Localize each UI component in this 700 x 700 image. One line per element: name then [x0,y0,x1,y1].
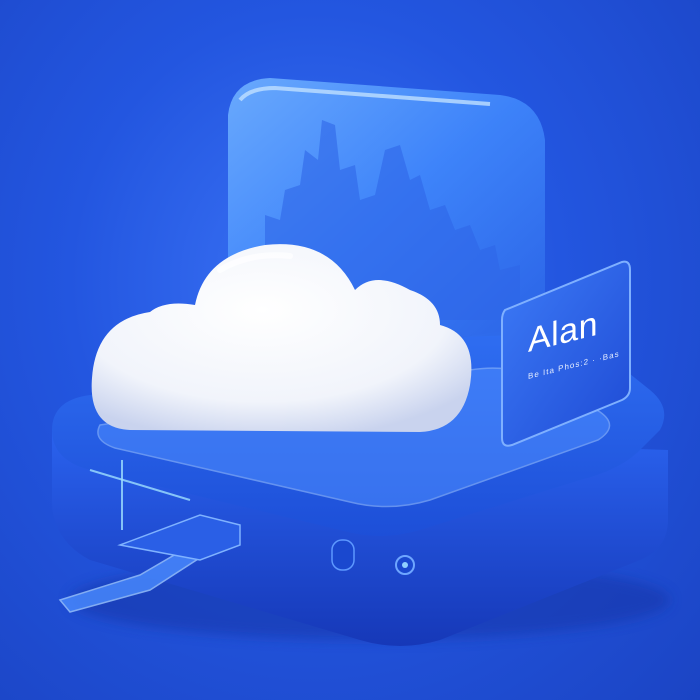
front-port-slot [331,539,355,571]
name-card [501,260,631,447]
cloud [91,244,472,432]
light-streak [89,469,191,501]
side-tray-rail [117,514,241,561]
power-indicator-dot [402,562,408,568]
cloud-highlight [217,252,293,273]
display-panel-highlight [238,85,491,106]
